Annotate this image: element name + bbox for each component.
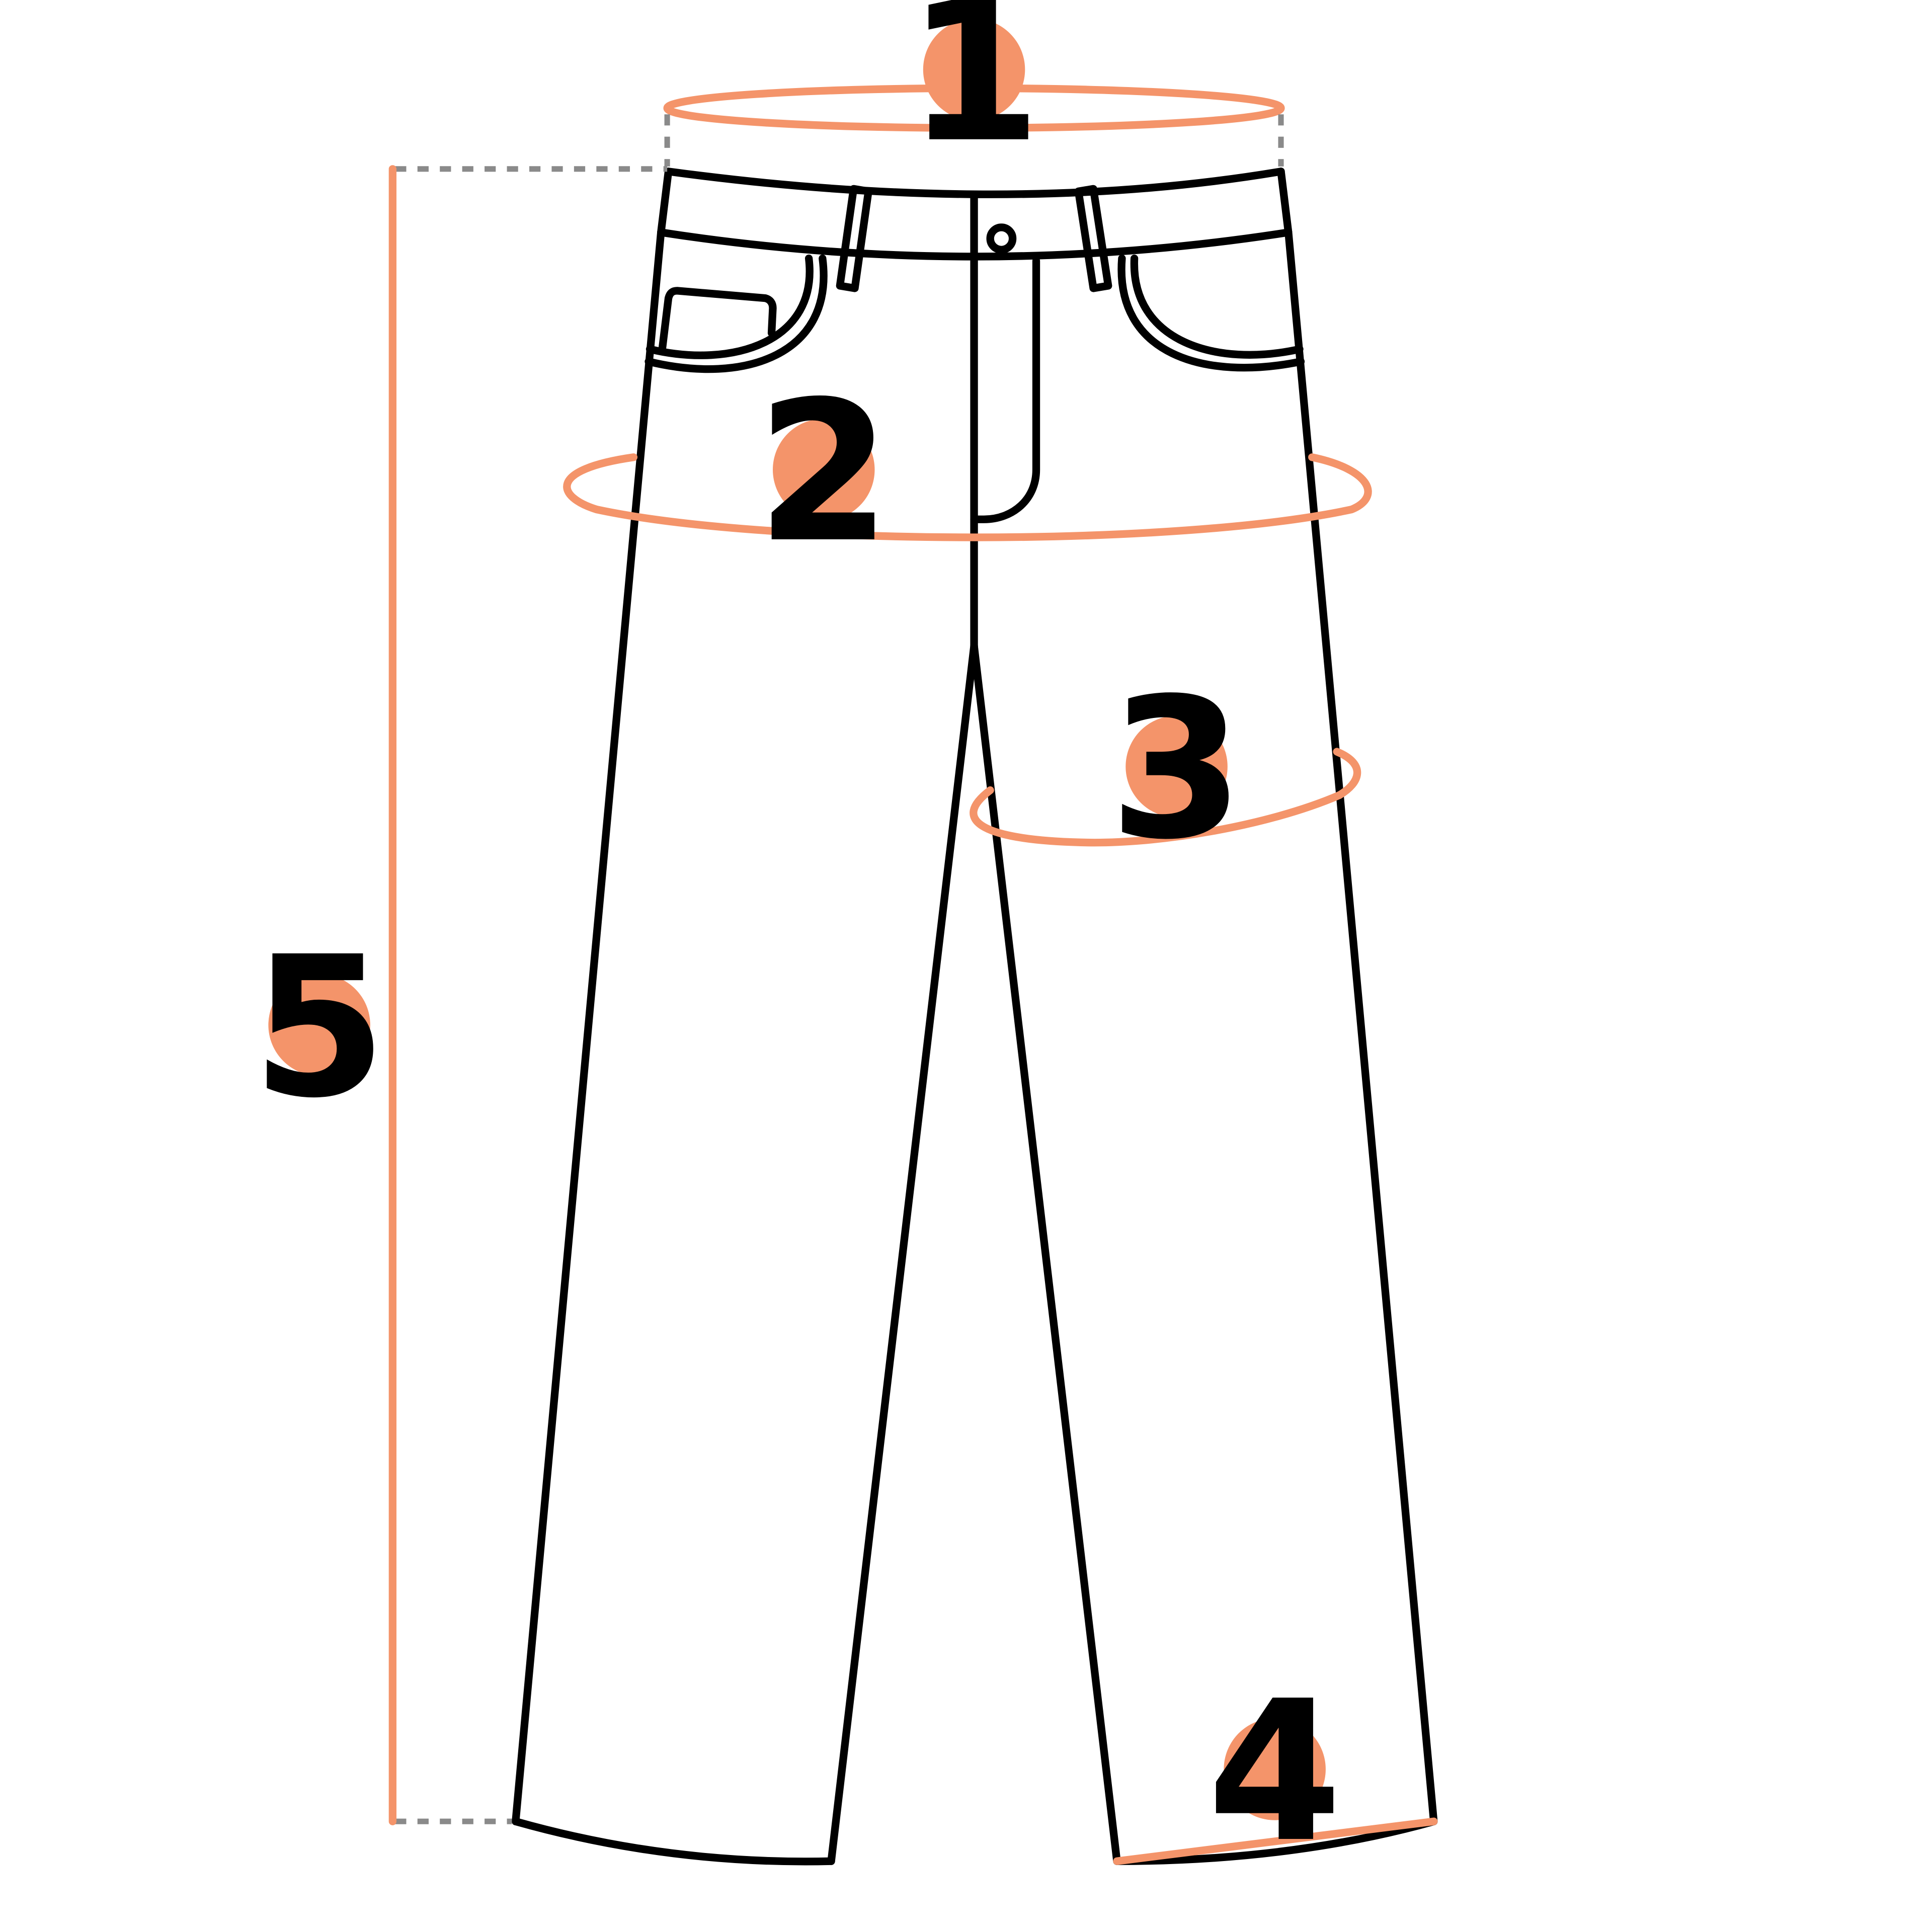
waist-button-icon	[986, 223, 1017, 254]
badge-2-label: 2	[756, 359, 891, 585]
waistband-right-side	[1277, 168, 1293, 236]
right-leg-hem	[1113, 1817, 1438, 1865]
right-leg-inseam	[970, 642, 1121, 1865]
left-leg-hem	[512, 1817, 835, 1866]
fly-stitching	[970, 257, 1040, 523]
thigh-measure-ring-back	[1333, 748, 1361, 799]
left-leg-outer-seam	[512, 228, 665, 1825]
hip-measure-ring-left	[563, 453, 638, 514]
belt-loop-left	[836, 185, 872, 292]
badge-1-label: 1	[907, 0, 1041, 185]
coin-pocket	[658, 287, 777, 353]
badge-5: 5	[252, 915, 387, 1141]
belt-loop-right	[1074, 185, 1112, 292]
right-leg-outer-seam	[1284, 228, 1438, 1825]
pants-outline	[512, 168, 1438, 1866]
badge-4: 4	[1208, 1659, 1342, 1885]
right-pocket-opening-outer	[1117, 254, 1305, 372]
leg-opening-measure-line	[1113, 1817, 1438, 1865]
left-pocket-opening-inner	[646, 254, 814, 359]
thigh-measure-ring-front	[970, 786, 1343, 847]
badge-5-label: 5	[252, 915, 387, 1141]
badge-3: 3	[1109, 656, 1244, 882]
badge-1: 1	[907, 0, 1041, 185]
right-pocket-opening-inner	[1130, 254, 1304, 359]
left-leg-inseam	[827, 642, 978, 1865]
badge-2: 2	[756, 359, 891, 585]
left-pocket-opening-outer	[645, 254, 828, 373]
measurement-guides	[388, 84, 1438, 1865]
hip-measure-ring-front	[592, 453, 1372, 541]
badge-3-label: 3	[1109, 656, 1244, 882]
badge-4-label: 4	[1208, 1659, 1342, 1885]
waistband-left-side	[657, 168, 673, 236]
